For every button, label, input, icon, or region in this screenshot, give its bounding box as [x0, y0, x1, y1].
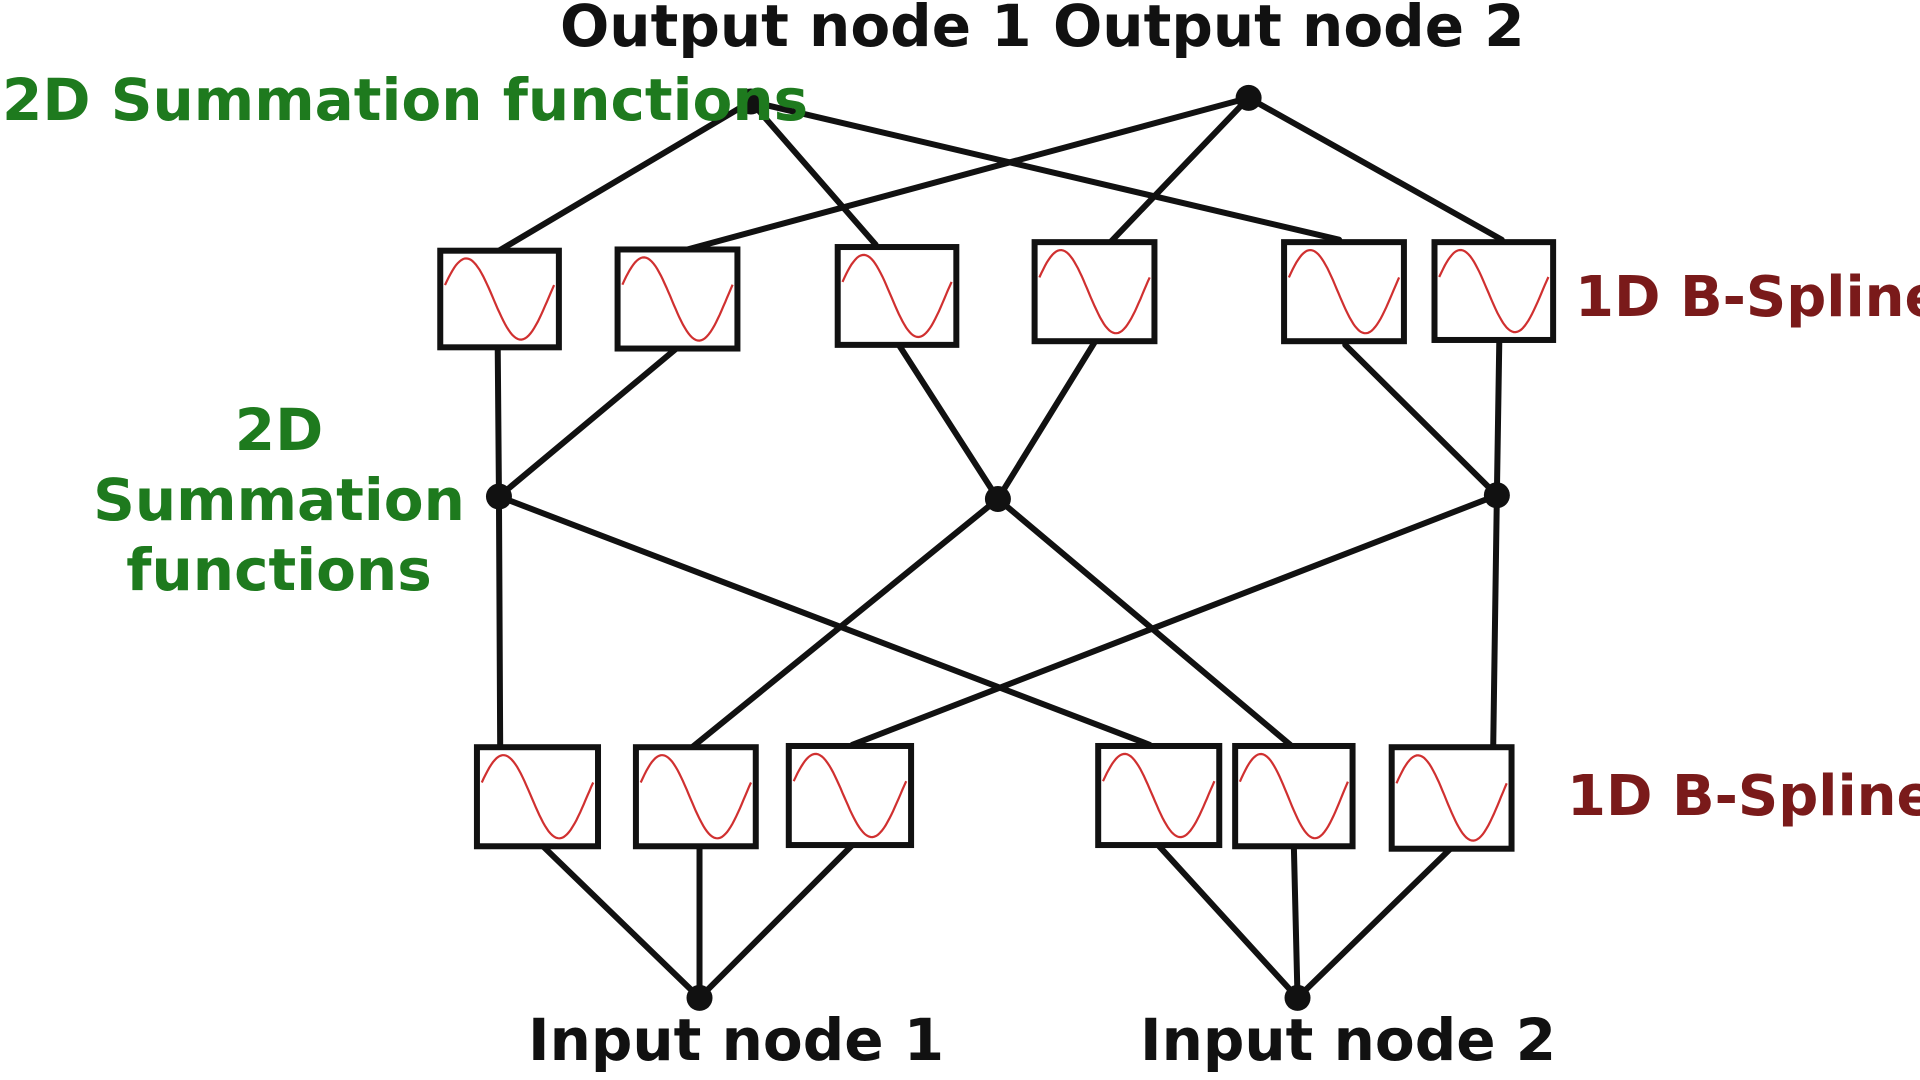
spline-box-frame [473, 744, 602, 850]
spline-curve-icon [639, 754, 752, 840]
spline-curve-icon [480, 754, 595, 840]
spline-box-top [1431, 239, 1557, 343]
summation-node-left-dot [485, 483, 512, 510]
spline-box-bottom [1388, 744, 1515, 852]
connection-line [1294, 845, 1454, 1001]
spline-box-frame [632, 744, 759, 850]
spline-box-bottom [1232, 742, 1356, 850]
spline-curve-icon [1238, 752, 1349, 840]
spline-box-frame [834, 244, 960, 348]
connection-line [747, 98, 879, 248]
spline-curve-icon [1038, 248, 1151, 335]
connection-line [849, 492, 1500, 748]
connection-line [495, 345, 680, 500]
node-dots [485, 84, 1510, 1011]
input-node-1-dot [686, 984, 713, 1011]
connection-line [1290, 843, 1301, 1001]
output-node-1-dot [737, 88, 764, 115]
spline-curve-icon [1395, 754, 1508, 842]
spline-box-frame [1388, 744, 1515, 852]
summation-functions-top-label: 2D Summation functions [2, 66, 808, 134]
spline-box-bottom [785, 742, 915, 849]
spline-box-frame [1031, 239, 1158, 345]
summation-node-middle-dot [984, 485, 1011, 512]
connection-line [1155, 842, 1301, 1001]
spline-curve-icon [1287, 248, 1401, 335]
spline-box-frame [614, 246, 741, 352]
spline-box-frame [1431, 239, 1557, 343]
spline-box-frame [785, 742, 915, 849]
summation-functions-mid-label-line3: functions [126, 536, 431, 604]
summation-functions-mid-label-line2: Summation [93, 466, 465, 534]
connection-line [1493, 336, 1503, 499]
spline-box-top [1281, 239, 1407, 345]
spline-box-frame [1232, 742, 1356, 850]
connection-line [696, 842, 856, 1001]
spline-curve-icon [841, 253, 953, 339]
connection-line [747, 98, 1343, 243]
input-node-2-dot [1284, 984, 1311, 1011]
b-splines-bottom-label: 1D B-Splines [1567, 764, 1920, 829]
connection-line [895, 341, 1001, 502]
connection-line [494, 345, 502, 500]
spline-curve-icon [621, 256, 734, 342]
connection-line [539, 843, 703, 1001]
connection-line [994, 339, 1098, 502]
b-splines-top-label: 1D B-Splines [1575, 265, 1920, 330]
spline-box-bottom [632, 744, 759, 850]
connection-line [1107, 94, 1252, 246]
spline-curve-icon [444, 257, 556, 341]
spline-box-top [437, 247, 562, 351]
connection-line [994, 495, 1294, 748]
connection-line [689, 495, 1001, 751]
spline-curve-icon [1102, 752, 1216, 839]
spline-box-top [614, 246, 741, 352]
connection-line [1245, 94, 1505, 243]
summation-node-right-dot [1483, 482, 1510, 509]
spline-box-top [1031, 239, 1158, 345]
input-node-1-label: Input node 1 [528, 1006, 944, 1074]
output-node-1-label: Output node 1 [560, 0, 1032, 60]
connection-lines [494, 94, 1505, 1001]
spline-box-bottom [473, 744, 602, 850]
summation-functions-mid-label-line1: 2D [235, 396, 324, 464]
input-node-2-label: Input node 2 [1140, 1006, 1556, 1074]
output-node-2-dot [1235, 84, 1262, 111]
spline-box-top [834, 244, 960, 348]
connection-line [495, 98, 754, 254]
spline-box-frame [1095, 742, 1223, 849]
connection-line [684, 94, 1252, 253]
spline-box-frame [437, 247, 562, 351]
spline-curve-icon [792, 752, 908, 839]
connection-line [1490, 492, 1500, 751]
output-node-2-label: Output node 2 [1053, 0, 1525, 60]
connection-line [1342, 341, 1500, 499]
connection-line [495, 493, 504, 751]
spline-boxes [437, 239, 1557, 852]
spline-box-bottom [1095, 742, 1223, 849]
spline-curve-icon [1438, 248, 1550, 334]
spline-box-frame [1281, 239, 1407, 345]
connection-line [495, 493, 1153, 748]
